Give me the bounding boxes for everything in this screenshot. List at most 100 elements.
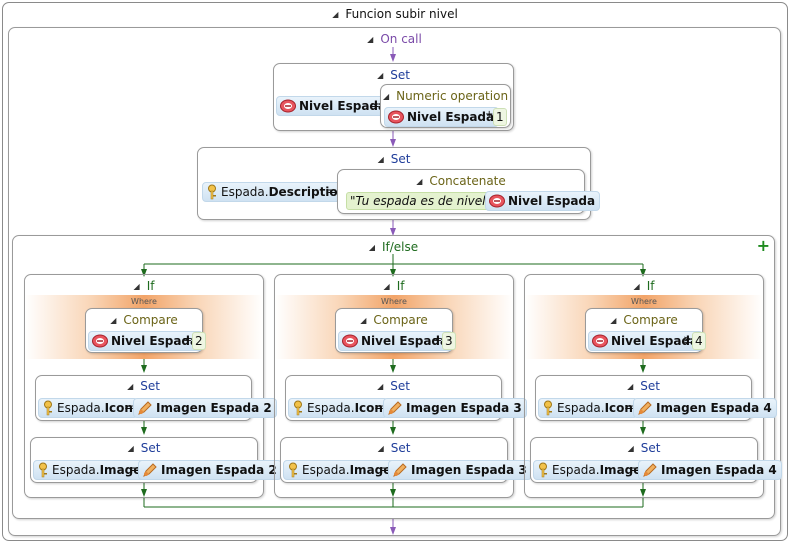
collapse-icon[interactable]: ◢: [382, 92, 390, 101]
resource-pill[interactable]: Imagen Espada 3: [388, 460, 532, 480]
resource-pill[interactable]: Imagen Espada 2: [133, 398, 277, 418]
compare-header[interactable]: ◢Compare: [86, 313, 202, 327]
concat-operator: ..: [477, 195, 483, 205]
if-header[interactable]: ◢If: [525, 279, 763, 293]
property-pill[interactable]: Espada.Image: [33, 460, 147, 480]
variable-pill[interactable]: Nivel Espada: [485, 191, 601, 211]
compare-block[interactable]: ◢Compare Nivel Espada = 2: [85, 308, 206, 353]
set-header[interactable]: ◢Set: [536, 379, 751, 393]
variable-pill[interactable]: Nivel Espada: [88, 331, 204, 351]
assign-operator: =: [124, 400, 135, 414]
number-value[interactable]: 4: [692, 332, 706, 350]
collapse-icon[interactable]: ◢: [377, 155, 384, 164]
assign-operator: =: [129, 462, 140, 476]
set-image-block[interactable]: ◢Set Espada.Image = Imagen Espada 3: [280, 437, 532, 483]
function-title: Funcion subir nivel: [345, 7, 458, 21]
collapse-icon[interactable]: ◢: [133, 282, 140, 291]
set-header[interactable]: ◢Set: [274, 68, 513, 82]
if-else-header[interactable]: ◢If/else: [13, 240, 774, 254]
set-icon-block[interactable]: ◢Set Espada.Icon = Imagen Espada 3: [285, 375, 527, 421]
variable-name: Nivel Espada: [508, 194, 596, 208]
collapse-icon[interactable]: ◢: [127, 444, 134, 453]
variable-pill[interactable]: Nivel Espada: [588, 331, 704, 351]
collapse-icon[interactable]: ◢: [627, 382, 634, 391]
set-icon-block[interactable]: ◢Set Espada.Icon = Imagen Espada 4: [535, 375, 777, 421]
image-resource-icon: [388, 401, 402, 415]
collapse-icon[interactable]: ◢: [367, 35, 374, 44]
set-icon-block[interactable]: ◢Set Espada.Icon = Imagen Espada 2: [35, 375, 277, 421]
set-nivel-block[interactable]: ◢Set Nivel Espada = ◢Numeric operation N…: [273, 63, 514, 131]
number-value[interactable]: 1: [493, 108, 507, 126]
image-resource-icon: [143, 463, 157, 477]
variable-pill[interactable]: Nivel Espada: [276, 96, 392, 116]
resource-pill[interactable]: Imagen Espada 3: [383, 398, 527, 418]
concatenate-block[interactable]: ◢Concatenate "Tu espada es de nivel" .. …: [337, 169, 601, 214]
compare-block[interactable]: ◢Compare Nivel Espada ≥ 4: [585, 308, 706, 353]
collapse-icon[interactable]: ◢: [416, 177, 423, 186]
if-branch-3[interactable]: ◢If Where ◢Compare Nivel Espada ≥ 4 ◢Set…: [524, 274, 782, 498]
property-pill[interactable]: Espada.Image: [283, 460, 397, 480]
variable-pill[interactable]: Nivel Espada: [384, 107, 500, 127]
concatenate-header[interactable]: ◢Concatenate: [338, 174, 584, 188]
collapse-icon[interactable]: ◢: [360, 316, 367, 325]
set-description-block[interactable]: ◢Set Espada.Description = ◢Concatenate "…: [197, 147, 601, 220]
collapse-icon[interactable]: ◢: [633, 282, 640, 291]
collapse-icon[interactable]: ◢: [377, 382, 384, 391]
if-else-container[interactable]: ◢If/else +: [12, 235, 775, 519]
set-image-block[interactable]: ◢Set Espada.Image = Imagen Espada 4: [530, 437, 782, 483]
collapse-icon[interactable]: ◢: [610, 316, 617, 325]
set-header[interactable]: ◢ Set: [531, 441, 757, 455]
property-pill[interactable]: Espada.Icon: [538, 398, 638, 418]
variable-name: Nivel Espada: [361, 334, 449, 348]
resource-pill[interactable]: Imagen Espada 4: [638, 460, 782, 480]
collapse-icon[interactable]: ◢: [368, 243, 375, 252]
property-pill[interactable]: Espada.Icon: [288, 398, 388, 418]
assign-operator: =: [327, 184, 338, 198]
numeric-operation-header[interactable]: ◢Numeric operation: [381, 89, 510, 103]
object-name: Espada.: [52, 463, 100, 477]
on-call-header[interactable]: ◢On call: [9, 32, 780, 46]
if-branch-1[interactable]: ◢If Where ◢Compare Nivel Espada = 2 ◢Set…: [24, 274, 282, 498]
set-header[interactable]: ◢Set: [36, 379, 251, 393]
collapse-icon[interactable]: ◢: [332, 10, 339, 19]
numeric-operation-block[interactable]: ◢Numeric operation Nivel Espada + 1: [380, 84, 511, 128]
resource-name: Imagen Espada 3: [406, 401, 522, 415]
set-header[interactable]: ◢Set: [286, 379, 501, 393]
property-name: Icon: [104, 401, 133, 415]
on-call-container[interactable]: ◢On call: [8, 27, 781, 536]
collapse-icon[interactable]: ◢: [127, 382, 134, 391]
object-name: Espada.: [557, 401, 605, 415]
collapse-icon[interactable]: ◢: [377, 71, 384, 80]
number-value[interactable]: 3: [442, 332, 456, 350]
if-header[interactable]: ◢If: [25, 279, 263, 293]
property-name: Icon: [604, 401, 633, 415]
compare-block[interactable]: ◢Compare Nivel Espada = 3: [335, 308, 456, 353]
if-branch-2[interactable]: ◢If Where ◢Compare Nivel Espada = 3 ◢Set…: [274, 274, 532, 498]
resource-pill[interactable]: Imagen Espada 4: [633, 398, 777, 418]
assign-operator: =: [370, 98, 381, 112]
property-pill[interactable]: Espada.Description: [202, 182, 352, 202]
set-header[interactable]: ◢Set: [31, 441, 257, 455]
compare-header[interactable]: ◢Compare: [586, 313, 702, 327]
if-header[interactable]: ◢If: [275, 279, 513, 293]
add-branch-button[interactable]: +: [756, 236, 770, 255]
number-value[interactable]: 2: [192, 332, 206, 350]
set-image-block[interactable]: ◢Set Espada.Image = Imagen Espada 2: [30, 437, 282, 483]
string-literal[interactable]: "Tu espada es de nivel": [346, 192, 496, 210]
set-header[interactable]: ◢ Set: [281, 441, 507, 455]
set-header[interactable]: ◢Set: [198, 152, 590, 166]
set-title: Set: [640, 441, 661, 455]
set-title: Set: [390, 441, 411, 455]
collapse-icon[interactable]: ◢: [383, 282, 390, 291]
property-pill[interactable]: Espada.Image: [533, 460, 647, 480]
collapse-icon[interactable]: ◢: [110, 316, 117, 325]
function-header[interactable]: ◢ Funcion subir nivel: [3, 7, 787, 21]
collapse-icon[interactable]: ◢: [627, 444, 634, 453]
object-name: Espada.: [221, 185, 269, 199]
resource-pill[interactable]: Imagen Espada 2: [138, 460, 282, 480]
compare-header[interactable]: ◢Compare: [336, 313, 452, 327]
collapse-icon[interactable]: ◢: [377, 444, 384, 453]
variable-pill[interactable]: Nivel Espada: [338, 331, 454, 351]
property-pill[interactable]: Espada.Icon: [38, 398, 138, 418]
